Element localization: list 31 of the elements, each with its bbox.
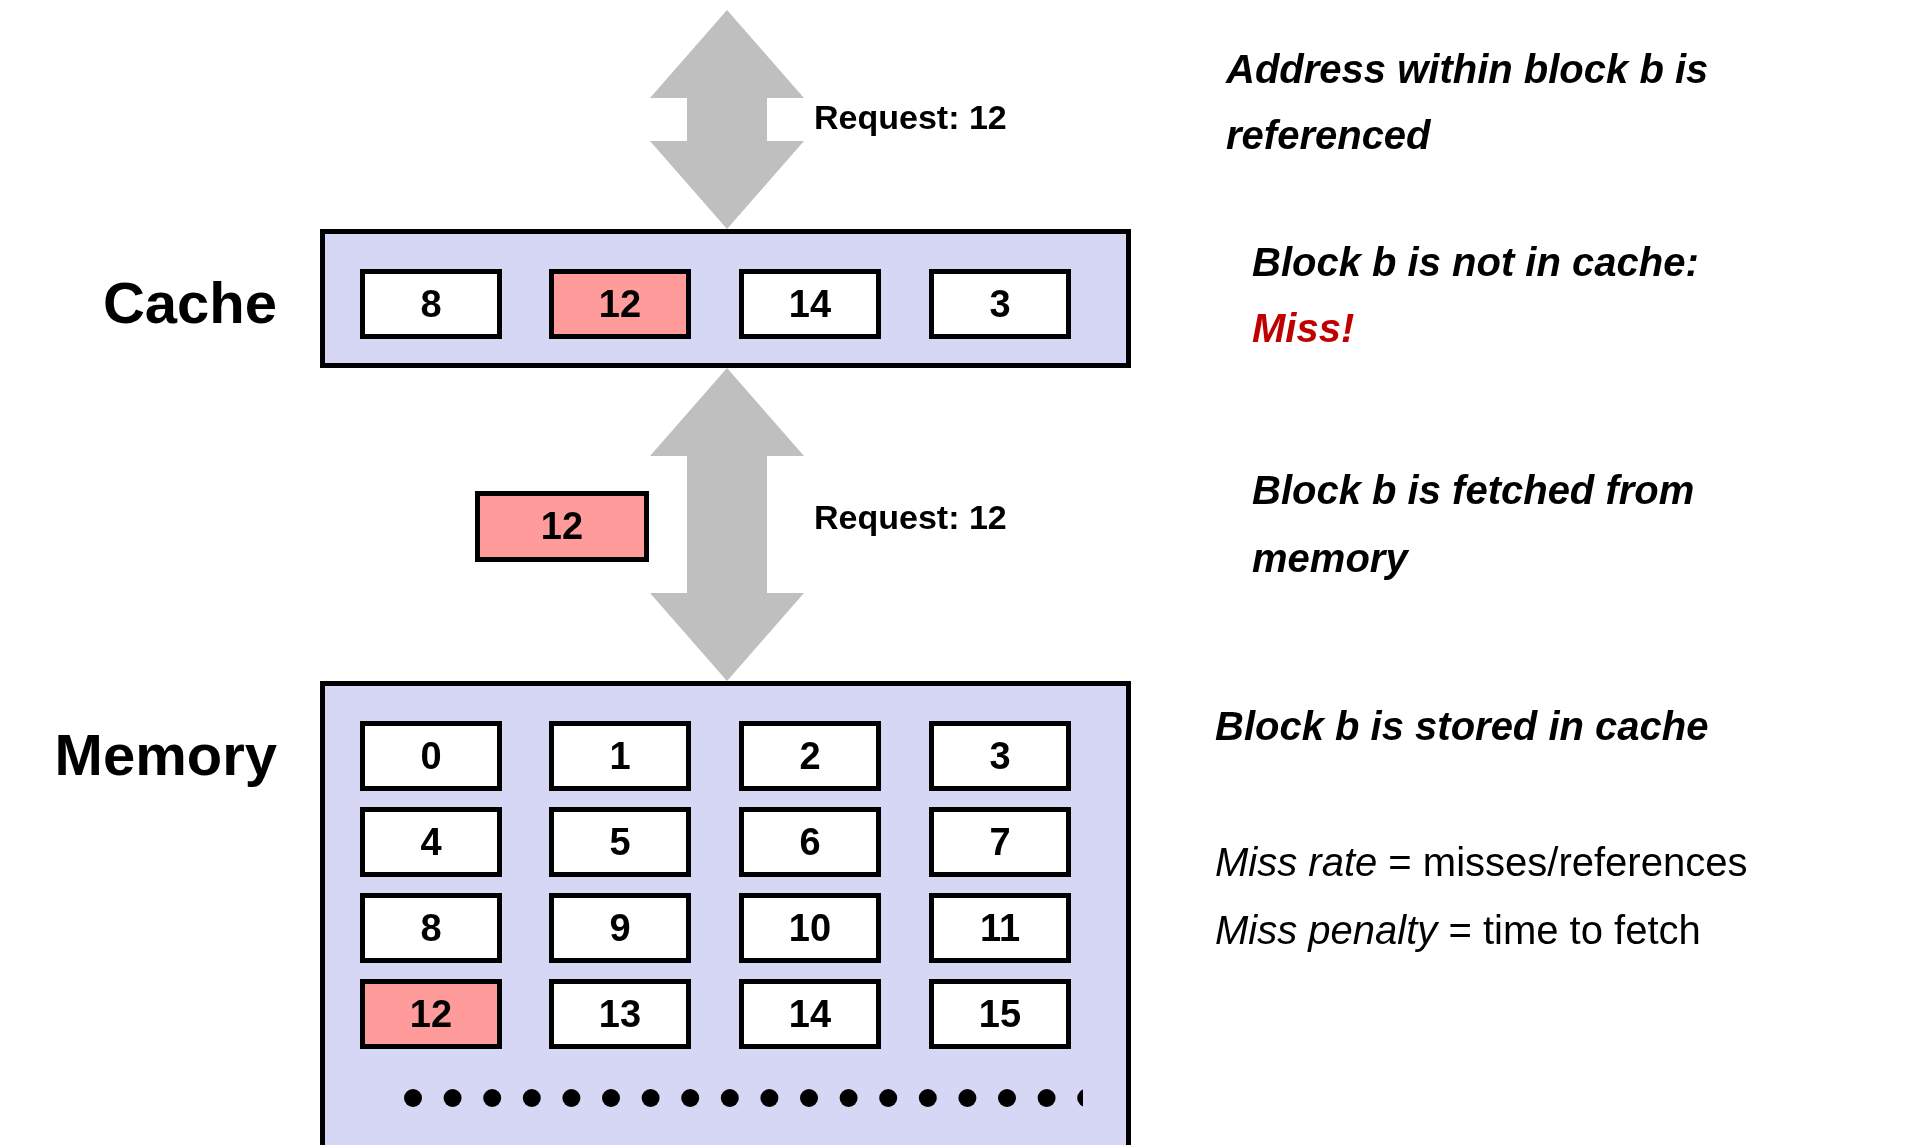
annotation-text: Miss rate = misses/references [1215, 839, 1749, 886]
block-cell: 13 [549, 979, 691, 1049]
block-cell: 2 [739, 721, 881, 791]
annotation-text: Address within block b is referenced [1226, 46, 1710, 159]
block-cell: 12 [549, 269, 691, 339]
double-arrow [650, 10, 804, 229]
block-cell: 6 [739, 807, 881, 877]
double-arrow [650, 368, 804, 681]
block-cell: 9 [549, 893, 691, 963]
block-cell: 4 [360, 807, 502, 877]
block-cell: 7 [929, 807, 1071, 877]
block-cell: 8 [360, 893, 502, 963]
block-cell: 11 [929, 893, 1071, 963]
block-cell: 12 [360, 979, 502, 1049]
block-cell: 14 [739, 979, 881, 1049]
annotation-text: Miss! [1252, 305, 1356, 352]
block-cell: 10 [739, 893, 881, 963]
annotation-text: Block b is stored in cache [1215, 703, 1710, 750]
block-cell: 5 [549, 807, 691, 877]
block-cell: 1 [549, 721, 691, 791]
annotation-text: Block b is not in cache: [1252, 239, 1700, 286]
block-cell: 0 [360, 721, 502, 791]
annotation-text: Miss penalty = time to fetch [1215, 907, 1702, 954]
block-cell: 14 [739, 269, 881, 339]
block-cell: 8 [360, 269, 502, 339]
block-cell: 3 [929, 269, 1071, 339]
panel-title: Cache [102, 274, 277, 332]
block-cell: 3 [929, 721, 1071, 791]
block-cell: 15 [929, 979, 1071, 1049]
annotation-text: Block b is fetched from memory [1252, 467, 1696, 582]
block-cell: 12 [475, 491, 649, 562]
